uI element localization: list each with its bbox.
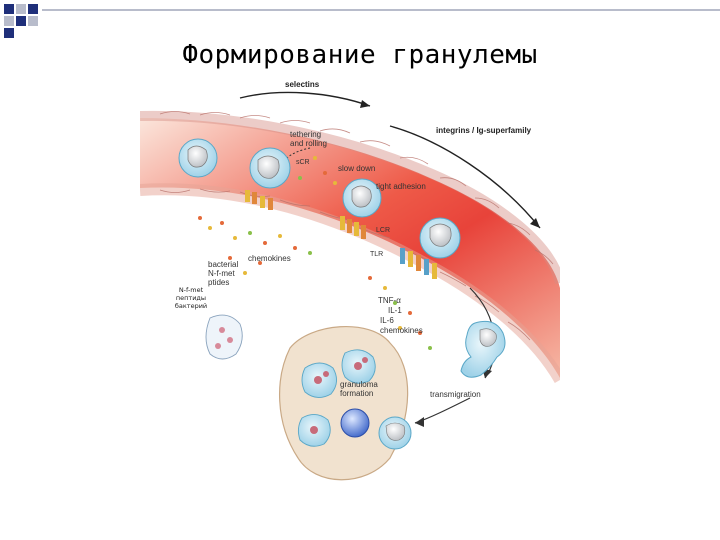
- corner-square: [4, 28, 14, 38]
- leukocyte-2: [249, 147, 291, 189]
- slide-title: Формирование гранулемы: [182, 40, 538, 70]
- label-integrins: integrins / Ig-superfamily: [436, 126, 532, 135]
- label-chemokines-bottom: chemokines: [380, 326, 423, 335]
- chemokine-dots: [198, 156, 432, 350]
- macrophage-1: [301, 362, 337, 398]
- corner-square: [4, 4, 14, 14]
- blood-vessel: [140, 118, 560, 378]
- granuloma-region: [278, 326, 409, 481]
- label-tlr: TLR: [370, 251, 384, 258]
- label-il1: IL-1: [388, 306, 402, 315]
- label-transmigration: transmigration: [430, 390, 481, 399]
- bacterial-cluster: [205, 314, 243, 360]
- label-bacterial: bacterial: [208, 260, 239, 269]
- endothelium-cells-top: [159, 111, 554, 265]
- label-chemokines-top: chemokines: [248, 254, 291, 263]
- label-il6: IL-6: [380, 316, 394, 325]
- corner-square: [16, 16, 26, 26]
- corner-square: [4, 16, 14, 26]
- corner-line: [42, 9, 720, 11]
- leukocyte-4: [419, 217, 461, 259]
- leukocyte-5: [378, 416, 412, 450]
- label-granuloma: granuloma: [340, 380, 378, 389]
- transmigrating-leukocyte: [460, 320, 506, 378]
- macrophage-3: [297, 414, 331, 447]
- russian-note-line3: бактерий: [174, 302, 208, 310]
- leukocyte-3: [342, 178, 382, 218]
- selectins-arrow: [239, 91, 371, 107]
- label-tight-adhesion: tight adhesion: [376, 182, 426, 191]
- russian-note: N-f-met пептиды бактерий: [168, 286, 214, 310]
- adhesion-molecules: [245, 190, 437, 279]
- label-and-rolling: and rolling: [290, 139, 327, 148]
- label-slow-down: slow down: [338, 164, 376, 173]
- label-lcr: LCR: [376, 227, 391, 234]
- corner-square: [28, 16, 38, 26]
- diagram-artwork: [139, 91, 566, 481]
- label-peptides: ptides: [208, 278, 230, 287]
- leukocyte-1: [178, 138, 218, 178]
- label-tnf: TNF-α: [378, 296, 401, 305]
- russian-note-line1: N-f-met: [178, 286, 204, 294]
- granuloma-diagram: selectins tethering and rolling sCR slow…: [139, 78, 566, 498]
- corner-decoration: [0, 0, 720, 48]
- label-formation: formation: [340, 389, 374, 398]
- integrins-arrow: [389, 125, 541, 229]
- label-n-f-met: N-f-met: [208, 269, 235, 278]
- corner-square: [28, 4, 38, 14]
- macrophage-2: [341, 349, 376, 384]
- label-selectins: selectins: [285, 80, 320, 89]
- endothelium-top: [139, 110, 565, 285]
- endothelium-cells-bottom: [159, 188, 531, 341]
- russian-note-line2: пептиды: [175, 294, 207, 302]
- lymphocyte: [340, 408, 370, 438]
- label-scr: sCR: [296, 159, 310, 166]
- corner-square: [16, 4, 26, 14]
- label-tethering: tethering: [290, 130, 322, 139]
